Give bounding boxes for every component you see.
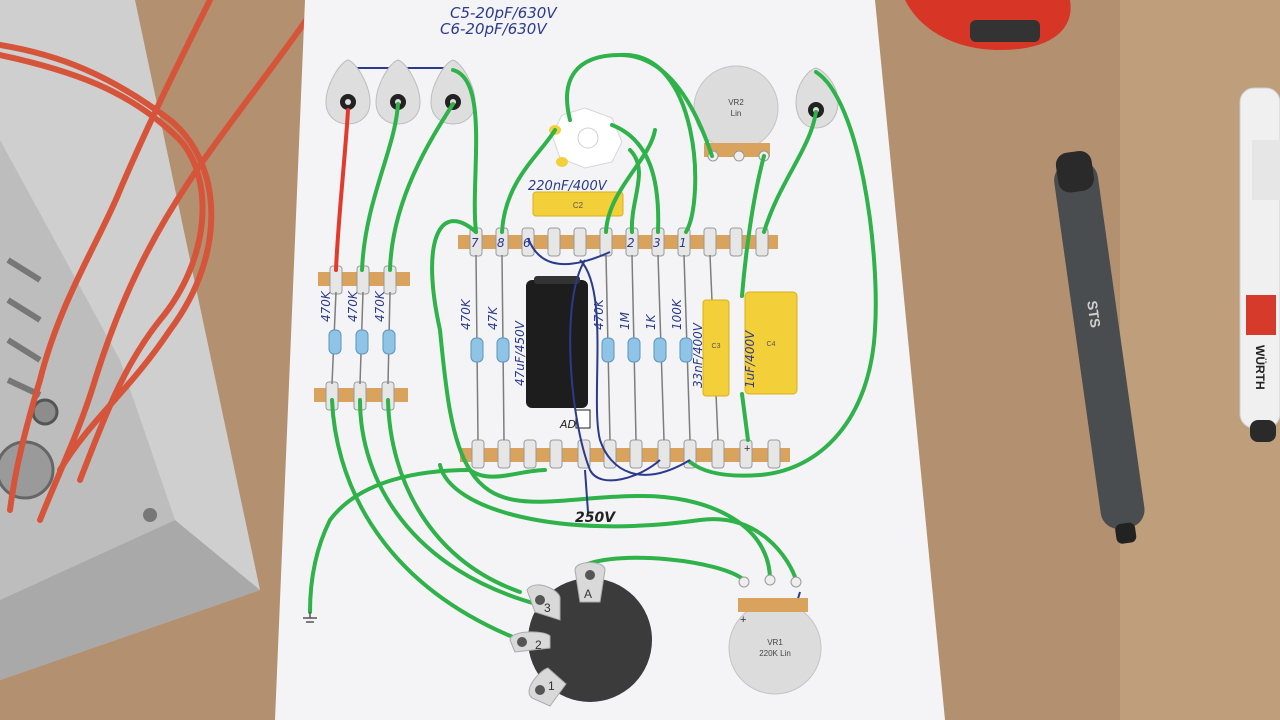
marker-brand-text: WÜRTH bbox=[1253, 345, 1268, 390]
capacitor-c2: C2 220nF/400V bbox=[528, 179, 624, 217]
dark-wires bbox=[527, 237, 801, 613]
input-jacks bbox=[325, 59, 476, 125]
r4-note: 470K bbox=[459, 298, 473, 330]
r2-note: 470K bbox=[346, 290, 360, 322]
r9-note: 100K bbox=[670, 298, 684, 330]
r1-note: 470K bbox=[319, 290, 333, 322]
note-c5: C5-20pF/630V bbox=[450, 4, 558, 22]
note-c6: C6-20pF/630V bbox=[440, 20, 548, 38]
red-multimeter bbox=[905, 0, 1071, 50]
lug-7: 7 bbox=[471, 236, 479, 250]
r7-note: 1M bbox=[618, 311, 632, 330]
electrolytic-note: 47uF/450V bbox=[513, 320, 527, 386]
tagstrip-left-bottom bbox=[314, 381, 408, 411]
vr1-plus: + bbox=[740, 614, 746, 626]
tagstrip-top bbox=[458, 227, 778, 257]
orange-twisted-cable bbox=[0, 0, 323, 523]
black-pen: STS bbox=[1054, 150, 1145, 544]
r6-note: 470K bbox=[592, 298, 606, 330]
r8-note: 1K bbox=[644, 313, 658, 330]
green-wires bbox=[308, 52, 878, 642]
vr1-potentiometer bbox=[728, 574, 822, 695]
c3-note: 33nF/400V bbox=[691, 322, 705, 388]
lug-6a: 6 bbox=[523, 236, 531, 250]
r5-note: 47K bbox=[486, 306, 500, 330]
electrolytic-capacitor bbox=[526, 276, 588, 408]
c4-label: C4 bbox=[767, 341, 776, 348]
voltage-note: 250V bbox=[575, 510, 616, 526]
vr2-potentiometer: VR2 Lin bbox=[693, 65, 779, 162]
lug-2: 2 bbox=[627, 236, 635, 250]
switch-label-2: 2 bbox=[535, 638, 542, 652]
c2-label: C2 bbox=[573, 201, 584, 210]
vr1-value: 220K Lin bbox=[759, 649, 791, 658]
tagstrip-left-top bbox=[318, 265, 410, 295]
r3-note: 470K bbox=[373, 290, 387, 322]
aluminium-chassis bbox=[0, 0, 260, 680]
ad-label: AD bbox=[559, 418, 576, 431]
c4-note: 1uF/400V bbox=[743, 330, 757, 388]
capacitor-c3: C3 bbox=[702, 299, 730, 397]
rotary-switch bbox=[509, 562, 652, 707]
white-marker: WÜRTH bbox=[1239, 87, 1280, 442]
c3-label: C3 bbox=[712, 343, 721, 350]
switch-label-a: A bbox=[584, 587, 592, 601]
vr2-name: VR2 bbox=[728, 98, 744, 107]
lug-3: 3 bbox=[653, 236, 661, 250]
red-wire bbox=[334, 108, 350, 272]
pen-text: STS bbox=[1084, 300, 1104, 329]
lug-8: 8 bbox=[497, 236, 505, 250]
vr2-type: Lin bbox=[731, 109, 742, 118]
resistors bbox=[328, 329, 693, 363]
vr1-name: VR1 bbox=[767, 638, 783, 647]
lug-1: 1 bbox=[679, 236, 687, 250]
switch-label-3: 3 bbox=[544, 601, 551, 615]
tagstrip-bottom bbox=[460, 439, 790, 469]
tagstrip-plus: + bbox=[744, 443, 750, 455]
ground-symbol bbox=[303, 612, 317, 623]
switch-label-1: 1 bbox=[548, 679, 555, 693]
capacitor-c4: C4 bbox=[744, 291, 798, 395]
c2-note: 220nF/400V bbox=[528, 179, 608, 194]
